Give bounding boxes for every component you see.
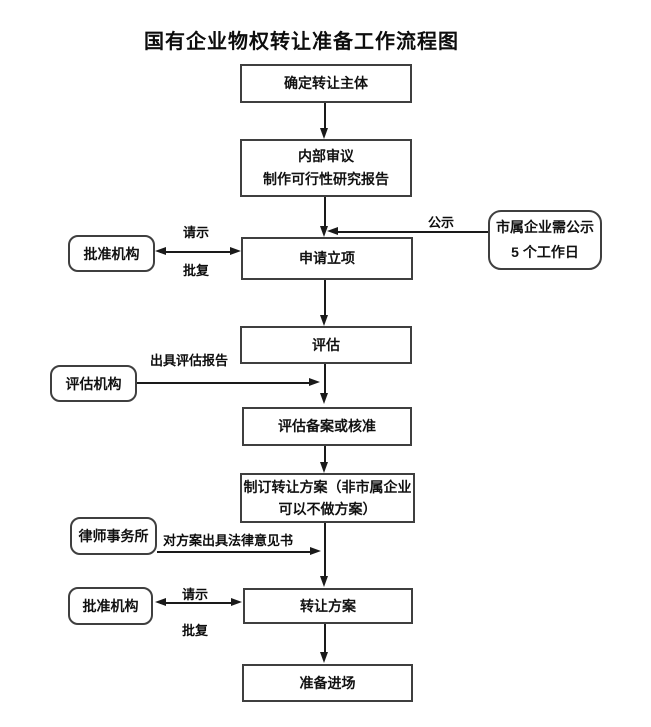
arrow-left-head — [155, 598, 166, 606]
box-step-internal-review: 内部审议 制作可行性研究报告 — [240, 139, 412, 197]
label-request-top: 请示 — [183, 225, 210, 240]
arrow-left-head — [155, 247, 166, 255]
box-step-prepare-entry: 准备进场 — [242, 664, 413, 702]
arrow-down-head — [320, 462, 328, 473]
box-public-notice-line2: 5 个工作日 — [511, 244, 579, 260]
box-step-apply-project-label: 申请立项 — [299, 250, 355, 266]
flow-title: 国有企业物权转让准备工作流程图 — [144, 31, 459, 53]
arrow-down-head — [320, 315, 328, 326]
box-step-transfer-plan: 转让方案 — [243, 588, 413, 624]
box-step-determine-subject-label: 确定转让主体 — [284, 75, 368, 91]
box-step-evaluation-filing-label: 评估备案或核准 — [278, 418, 376, 434]
arrow-down-head — [320, 393, 328, 404]
box-step-internal-review-line1: 内部审议 — [298, 148, 354, 164]
label-legal-opinion: 对方案出具法律意见书 — [163, 533, 294, 548]
box-approval-org-top-label: 批准机构 — [83, 245, 140, 262]
arrow-line — [137, 382, 311, 384]
arrow-down-head — [320, 576, 328, 587]
box-approval-org-bottom-label: 批准机构 — [82, 598, 139, 614]
arrow-down-head — [320, 652, 328, 663]
box-step-evaluation-label: 评估 — [312, 336, 340, 353]
box-step-draft-plan-line2: 可以不做方案） — [278, 501, 377, 517]
box-step-transfer-plan-label: 转让方案 — [300, 597, 356, 614]
arrow-left-head — [327, 227, 338, 235]
box-law-firm-label: 律师事务所 — [78, 528, 149, 544]
box-approval-org-top: 批准机构 — [68, 235, 155, 272]
box-public-notice: 市属企业需公示 5 个工作日 — [488, 210, 602, 270]
box-step-prepare-entry-label: 准备进场 — [299, 674, 356, 691]
box-step-evaluation-filing: 评估备案或核准 — [242, 407, 412, 446]
box-evaluation-org-label: 评估机构 — [65, 375, 122, 392]
arrow-line — [324, 624, 326, 653]
box-step-evaluation: 评估 — [240, 326, 412, 364]
arrow-line — [324, 523, 326, 577]
box-public-notice-line1: 市属企业需公示 — [496, 219, 594, 235]
box-step-apply-project: 申请立项 — [241, 237, 413, 280]
arrow-line — [324, 103, 326, 129]
arrow-line — [324, 446, 326, 463]
box-step-determine-subject: 确定转让主体 — [240, 64, 412, 103]
arrow-down-head — [320, 128, 328, 139]
arrow-line — [324, 364, 326, 394]
label-reply-top: 批复 — [183, 263, 210, 278]
box-step-draft-plan: 制订转让方案（非市属企业 可以不做方案） — [240, 473, 415, 523]
arrow-line — [335, 231, 488, 233]
box-law-firm: 律师事务所 — [70, 517, 157, 555]
arrow-line — [324, 197, 326, 227]
arrow-down-head — [320, 226, 328, 237]
arrow-right-head — [309, 378, 320, 386]
box-step-internal-review-line2: 制作可行性研究报告 — [263, 171, 389, 187]
arrow-line — [160, 602, 234, 604]
box-step-draft-plan-line1: 制订转让方案（非市属企业 — [243, 479, 412, 495]
label-evaluation-report: 出具评估报告 — [150, 353, 229, 368]
label-reply-bottom: 批复 — [182, 623, 209, 638]
arrow-right-head — [230, 247, 241, 255]
box-approval-org-bottom: 批准机构 — [68, 587, 153, 625]
arrow-line — [324, 280, 326, 316]
box-evaluation-org: 评估机构 — [50, 365, 137, 402]
arrow-right-head — [310, 547, 321, 555]
label-request-bottom: 请示 — [182, 587, 209, 602]
label-publicity: 公示 — [428, 215, 455, 230]
arrow-right-head — [231, 598, 242, 606]
arrow-line — [160, 251, 234, 253]
arrow-line — [157, 551, 312, 553]
